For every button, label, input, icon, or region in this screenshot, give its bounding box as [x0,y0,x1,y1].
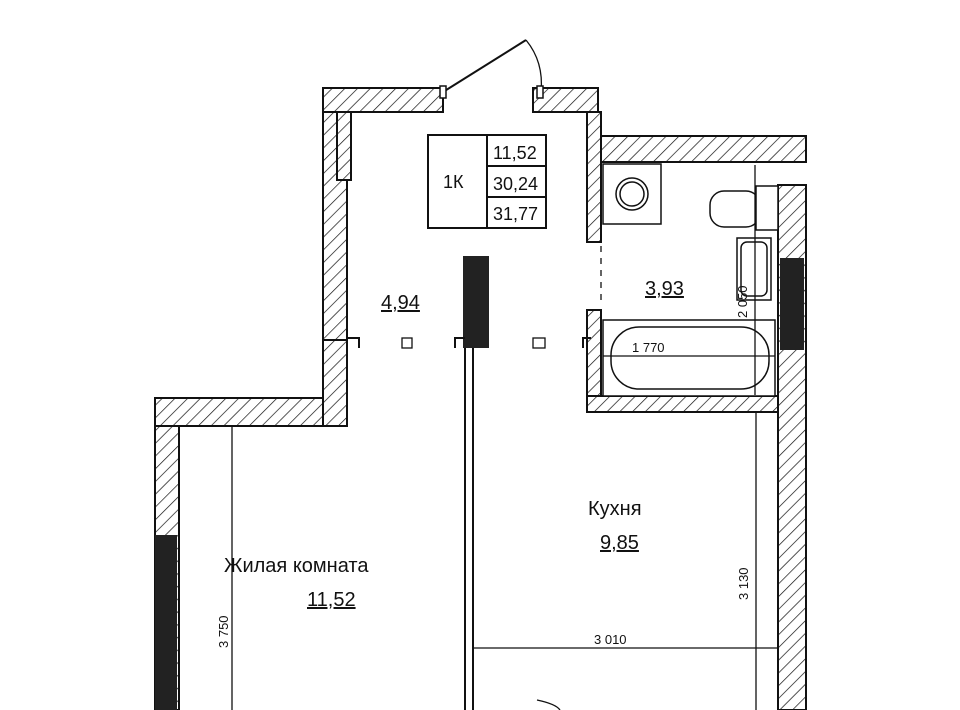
partition-column [463,256,489,348]
wall-bath-left [586,111,602,243]
kitchen-stove-arc [536,699,561,710]
legend-living-area: 11,52 [493,143,537,163]
wall-bath-top [597,135,807,163]
wall-step [154,397,348,427]
legend-table: 1К 11,52 30,24 31,77 [427,134,547,229]
door-hinge-right [536,85,544,99]
door-marker-2 [532,337,546,349]
sink-basin [740,241,768,297]
dimension-labels: 1 770 2 050 3 130 3 010 3 750 [216,285,751,648]
door-jamb-1 [347,337,360,348]
room-labels: 4,94 3,93 Кухня 9,85 Жилая комната 11,52 [224,278,684,611]
bathroom-fixtures [600,162,779,397]
wall-top-right [532,87,599,113]
door-leaf [442,39,527,93]
bathtub-inner [610,326,770,390]
living-room-name: Жилая комната [224,555,369,577]
exterior-walls [154,87,807,710]
door-marker-1 [401,337,413,349]
door-jamb-3 [582,337,591,348]
toilet-tank [755,185,779,231]
washing-machine-drum-inner [619,181,645,207]
dim-kitchen-depth: 3 130 [736,567,751,600]
bathroom-area: 3,93 [645,278,684,300]
wall-bath-bottom [586,395,779,413]
entrance-door [439,39,544,99]
wall-right-column [780,258,804,350]
kitchen-name: Кухня [588,498,642,520]
wall-living-column [155,535,177,710]
interior-partition [347,256,591,710]
legend-type: 1К [443,172,464,192]
dim-bath-length: 1 770 [632,340,665,355]
living-room-area: 11,52 [307,589,356,611]
legend-area-with-coef: 31,77 [493,204,538,224]
dim-kitchen-width: 3 010 [594,632,627,647]
kitchen-area: 9,85 [600,532,639,554]
wall-top-left [322,87,444,113]
kitchen-elements [536,699,561,710]
dim-bath-width: 2 050 [735,285,750,318]
door-hinge-left [439,85,447,99]
door-swing-arc [525,39,543,93]
wall-step-vertical [322,339,348,427]
dim-living-depth: 3 750 [216,615,231,648]
dimension-lines [179,165,778,710]
hall-area: 4,94 [381,292,420,314]
toilet-bowl [709,190,761,228]
legend-total-area: 30,24 [493,174,538,194]
door-jamb-2 [454,337,465,348]
wall-hall-niche [336,111,352,181]
